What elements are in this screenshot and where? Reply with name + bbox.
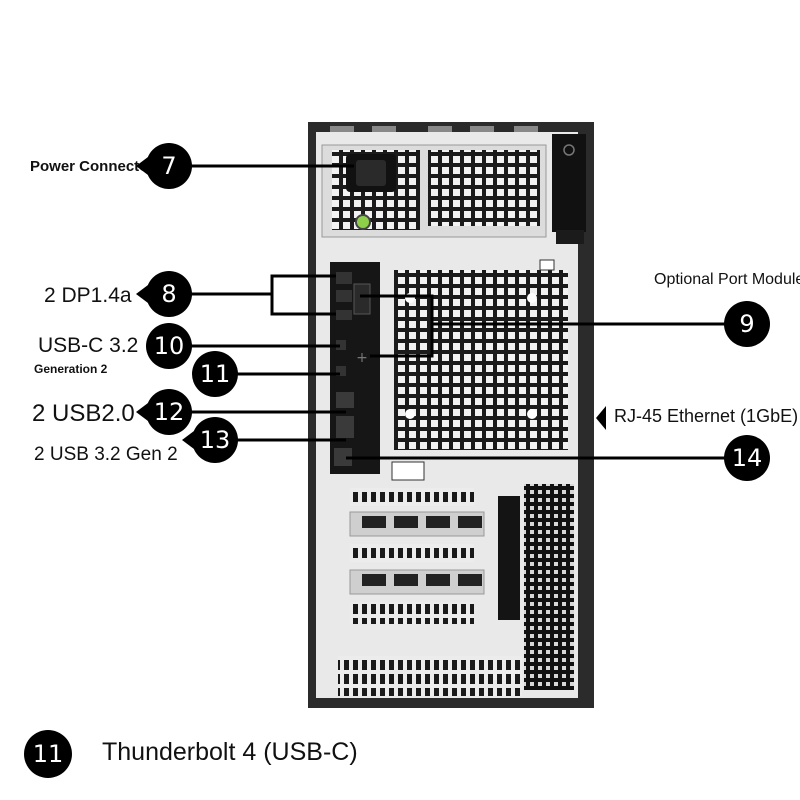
label-usb3: 2 USB 3.2 Gen 2 (34, 444, 178, 465)
leader-9b (370, 324, 434, 358)
side-vent (524, 484, 574, 690)
callout-badge-12: 12 (136, 389, 192, 435)
label-rj45: RJ-45 Ethernet (1GbE) (614, 406, 799, 426)
callout-badge-8: 8 (136, 271, 192, 317)
legend-badge: 11 (24, 730, 72, 778)
psu-vent-right (428, 150, 540, 226)
label-power-connector: Power Connector (30, 158, 155, 175)
callout-badge-11: 11 (192, 351, 238, 397)
callout-badge-14: 14 (724, 435, 770, 481)
callout-badge-10: 10 (146, 323, 192, 369)
rj45-pointer (596, 406, 606, 430)
psu-test-button (355, 214, 371, 230)
leader-8a (188, 274, 336, 296)
callout-badge-13: 13 (182, 417, 238, 463)
leader-8b (270, 294, 336, 316)
label-optional-port-module: Optional Port Module (654, 271, 800, 288)
label-dp: 2 DP1.4a (44, 284, 132, 307)
leader-9a (360, 294, 726, 326)
bottom-vent (338, 656, 522, 696)
label-usb2: 2 USB2.0 (32, 400, 135, 427)
callout-badge-7: 7 (136, 143, 192, 189)
label-usb-c-generation: Generation 2 (34, 362, 108, 376)
callout-badge-9: 9 (724, 301, 770, 347)
legend-label: Thunderbolt 4 (USB-C) (102, 738, 358, 766)
svg-text:+: + (356, 350, 368, 366)
chassis-vent (394, 270, 568, 450)
handle (552, 134, 586, 232)
label-usb-c: USB-C 3.2 (38, 334, 139, 357)
